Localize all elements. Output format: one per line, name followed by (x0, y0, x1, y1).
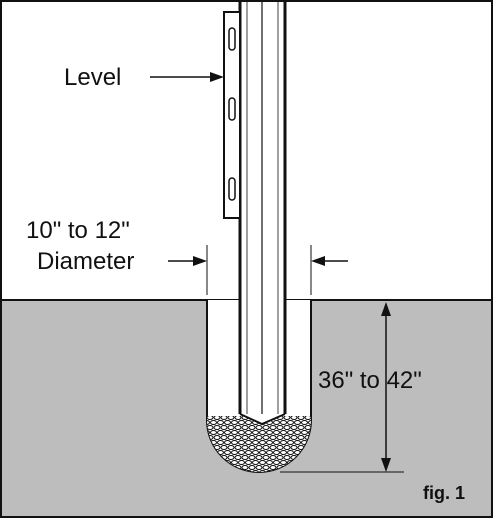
figure-caption: fig. 1 (423, 483, 465, 503)
level-label: Level (64, 64, 121, 91)
diameter-label-line2: Diameter (37, 248, 134, 275)
level-vial (228, 97, 236, 121)
level-vial (228, 177, 236, 201)
depth-label: 36" to 42" (318, 367, 422, 394)
depth-dimension (280, 302, 404, 473)
diameter-dimension (168, 245, 348, 295)
post (238, 2, 287, 426)
level-vial (228, 27, 236, 51)
diameter-label-line1: 10" to 12" (26, 217, 130, 244)
level-arrow (150, 72, 224, 82)
level-tool (223, 11, 241, 219)
